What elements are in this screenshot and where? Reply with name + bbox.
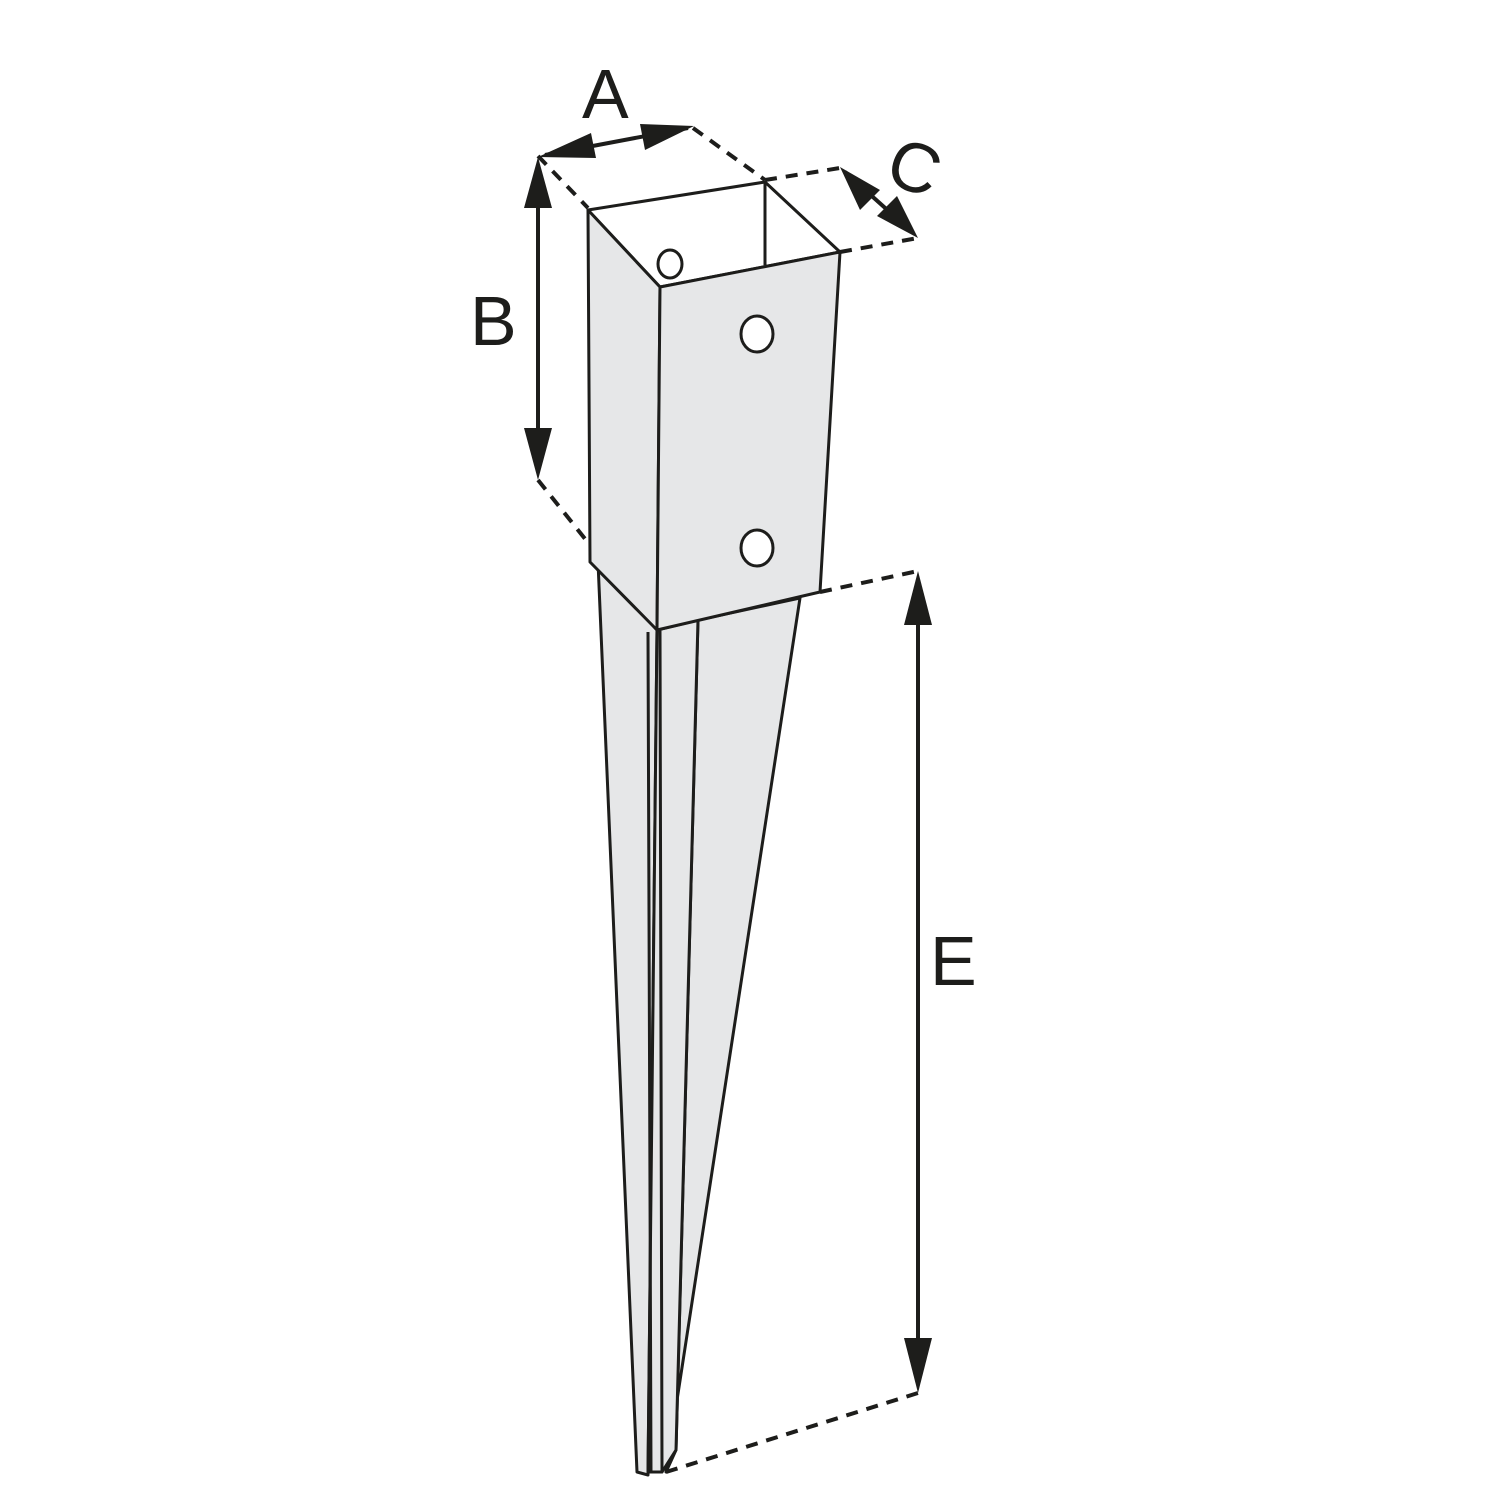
dimension-a: A [538, 55, 694, 158]
dimension-a-arrow-right [640, 124, 694, 150]
dimension-c-arrow-top [840, 167, 880, 210]
socket [586, 180, 842, 632]
extension-lines [536, 126, 919, 1474]
dimension-e-arrow-bottom [904, 1338, 932, 1393]
extension-b-bottom [536, 478, 592, 547]
socket-front-face [655, 250, 842, 632]
dimension-a-label: A [582, 55, 629, 133]
dimension-c: C [840, 122, 952, 238]
dimension-c-label: C [877, 122, 951, 213]
dimension-b-label: B [470, 282, 517, 360]
dimension-b: B [470, 157, 552, 480]
extension-c-bottom [839, 236, 919, 254]
bolt-hole-upper [739, 314, 775, 354]
dimension-b-arrow-top [524, 157, 552, 208]
extension-e-bottom [665, 1391, 919, 1474]
bolt-hole-lower [739, 528, 775, 568]
extension-e-top [819, 569, 919, 594]
extension-a-right [691, 126, 767, 182]
bolt-hole-left-face [656, 248, 684, 280]
spike-center-edge [646, 629, 664, 1474]
dimension-e: E [904, 571, 977, 1393]
spike [596, 560, 802, 1477]
dimension-b-arrow-bottom [524, 428, 552, 480]
dimension-e-arrow-top [904, 571, 932, 625]
dimension-e-label: E [930, 922, 977, 1000]
dimension-a-arrow-left [538, 133, 596, 158]
extension-c-top [764, 166, 841, 182]
dimension-c-arrow-bottom [877, 196, 918, 238]
